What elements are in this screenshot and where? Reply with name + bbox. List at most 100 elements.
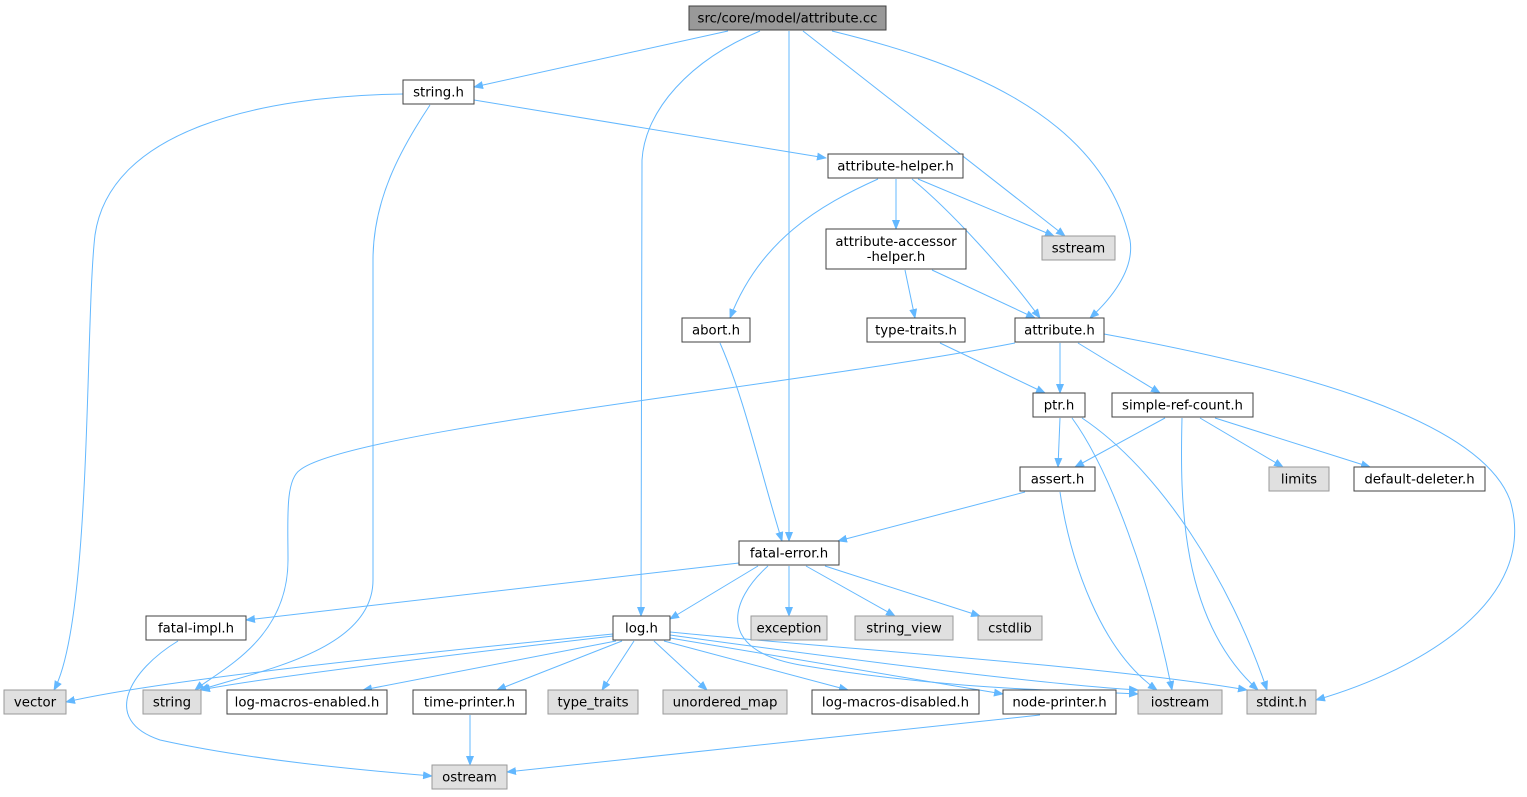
edge-arrow — [126, 640, 433, 780]
node-box — [827, 153, 964, 179]
node-box — [612, 615, 671, 641]
node-box — [681, 317, 751, 343]
edge-ptr-h-to-stdint-h — [1081, 417, 1268, 691]
edge-arrow — [1181, 417, 1259, 691]
edge-arrow — [831, 30, 1132, 319]
edge-fatal-error-h-to-cstdlib — [824, 565, 981, 618]
edge-attribute-helper-h-to-abort-h — [729, 178, 879, 319]
edge-simple-ref-count-h-to-default-deleter-h — [1214, 417, 1371, 469]
edge-simple-ref-count-h-to-limits — [1199, 417, 1284, 468]
node-box — [738, 540, 840, 566]
node-assert-h[interactable]: assert.h — [1019, 466, 1096, 492]
node-box — [1111, 392, 1254, 418]
edge-log-h-to-log-macros-enabled-h — [362, 640, 617, 693]
node-label: ostream — [442, 771, 497, 786]
node-log-macros-disabled-h[interactable]: log-macros-disabled.h — [811, 689, 980, 715]
edge-arrow — [802, 30, 1066, 237]
edge-attribute-accessor-helper-h-to-attribute-h — [931, 269, 1036, 319]
node-fatal-error-h[interactable]: fatal-error.h — [738, 540, 840, 566]
edge-arrow — [824, 565, 981, 618]
node-box — [1246, 689, 1317, 715]
edge-log-h-to-node-printer-h — [669, 637, 1004, 697]
node-attribute-accessor-helper-h[interactable]: attribute-accessor-helper.h — [825, 228, 967, 270]
edge-attribute-h-to-simple-ref-count-h — [1077, 342, 1161, 394]
node-node-printer-h[interactable]: node-printer.h — [1002, 689, 1117, 715]
edge-attribute-cc-to-sstream — [802, 30, 1066, 237]
edge-log-h-to-time-printer-h — [496, 640, 623, 691]
edge-attribute-h-to-string — [194, 342, 1016, 691]
node-label: vector — [14, 696, 57, 711]
node-label: log-macros-enabled.h — [235, 696, 380, 711]
node-simple-ref-count-h[interactable]: simple-ref-count.h — [1111, 392, 1254, 418]
node-box — [402, 79, 475, 105]
edge-arrow — [939, 342, 1046, 394]
edge-arrow — [1071, 417, 1175, 691]
node-default-deleter-h[interactable]: default-deleter.h — [1353, 466, 1486, 492]
node-cstdlib: cstdlib — [977, 615, 1043, 641]
edge-ptr-h-to-assert-h — [1054, 417, 1063, 468]
node-label: ptr.h — [1044, 399, 1075, 414]
node-log-macros-enabled-h[interactable]: log-macros-enabled.h — [226, 689, 388, 715]
node-iostream: iostream — [1137, 689, 1223, 715]
node-label: type_traits — [557, 696, 628, 711]
edge-arrow — [669, 634, 1139, 694]
node-box — [1002, 689, 1117, 715]
node-label: node-printer.h — [1012, 696, 1106, 711]
node-box — [1137, 689, 1223, 715]
edge-log-h-to-iostream — [669, 634, 1139, 694]
node-box — [854, 615, 954, 641]
edge-attribute-h-to-stdint-h — [1103, 333, 1516, 702]
edge-arrow — [362, 640, 617, 693]
node-exception: exception — [750, 615, 828, 641]
edge-fatal-impl-h-to-ostream — [126, 640, 433, 780]
node-box — [1041, 235, 1116, 261]
edge-arrow — [245, 562, 740, 623]
node-box — [145, 615, 247, 641]
edge-arrow — [663, 640, 849, 692]
node-label: attribute.h — [1024, 324, 1095, 339]
node-ptr-h[interactable]: ptr.h — [1032, 392, 1086, 418]
node-limits: limits — [1268, 466, 1330, 492]
edge-arrow — [911, 178, 1041, 319]
node-label: string_view — [866, 622, 942, 637]
edge-arrow — [1059, 491, 1158, 691]
edge-abort-h-to-fatal-error-h — [719, 342, 784, 542]
node-box — [1019, 466, 1096, 492]
node-attribute-cc[interactable]: src/core/model/attribute.cc — [688, 5, 887, 31]
edge-arrow — [669, 637, 1004, 697]
node-label: iostream — [1151, 696, 1209, 711]
node-label: src/core/model/attribute.cc — [698, 12, 878, 27]
node-label: attribute-accessor — [835, 235, 957, 250]
node-label: abort.h — [692, 324, 740, 339]
edge-ptr-h-to-iostream — [1071, 417, 1175, 691]
node-box — [750, 615, 828, 641]
node-log-h[interactable]: log.h — [612, 615, 671, 641]
node-box — [977, 615, 1043, 641]
node-time-printer-h[interactable]: time-printer.h — [412, 689, 527, 715]
node-string-h[interactable]: string.h — [402, 79, 475, 105]
node-unordered-map: unordered_map — [662, 689, 788, 715]
edge-arrow — [904, 269, 918, 319]
node-box — [1353, 466, 1486, 492]
edge-fatal-error-h-to-fatal-impl-h — [245, 562, 740, 623]
node-label: attribute-helper.h — [837, 160, 954, 175]
node-label: string.h — [413, 86, 464, 101]
node-fatal-impl-h[interactable]: fatal-impl.h — [145, 615, 247, 641]
node-label: fatal-error.h — [750, 547, 828, 562]
node-box — [412, 689, 527, 715]
edge-arrow — [1054, 417, 1063, 468]
edge-attribute-helper-h-to-attribute-h — [911, 178, 1041, 319]
node-attribute-helper-h[interactable]: attribute-helper.h — [827, 153, 964, 179]
node-box — [811, 689, 980, 715]
edge-node-printer-h-to-ostream — [506, 714, 1041, 776]
node-abort-h[interactable]: abort.h — [681, 317, 751, 343]
node-box — [662, 689, 788, 715]
edge-attribute-cc-to-log-h — [637, 30, 761, 617]
node-ostream: ostream — [431, 764, 508, 790]
node-attribute-h[interactable]: attribute.h — [1014, 317, 1105, 343]
node-string: string — [142, 689, 202, 715]
node-label: fatal-impl.h — [158, 622, 234, 637]
edge-arrow — [729, 178, 879, 319]
node-type-traits-h[interactable]: type-traits.h — [866, 317, 966, 343]
